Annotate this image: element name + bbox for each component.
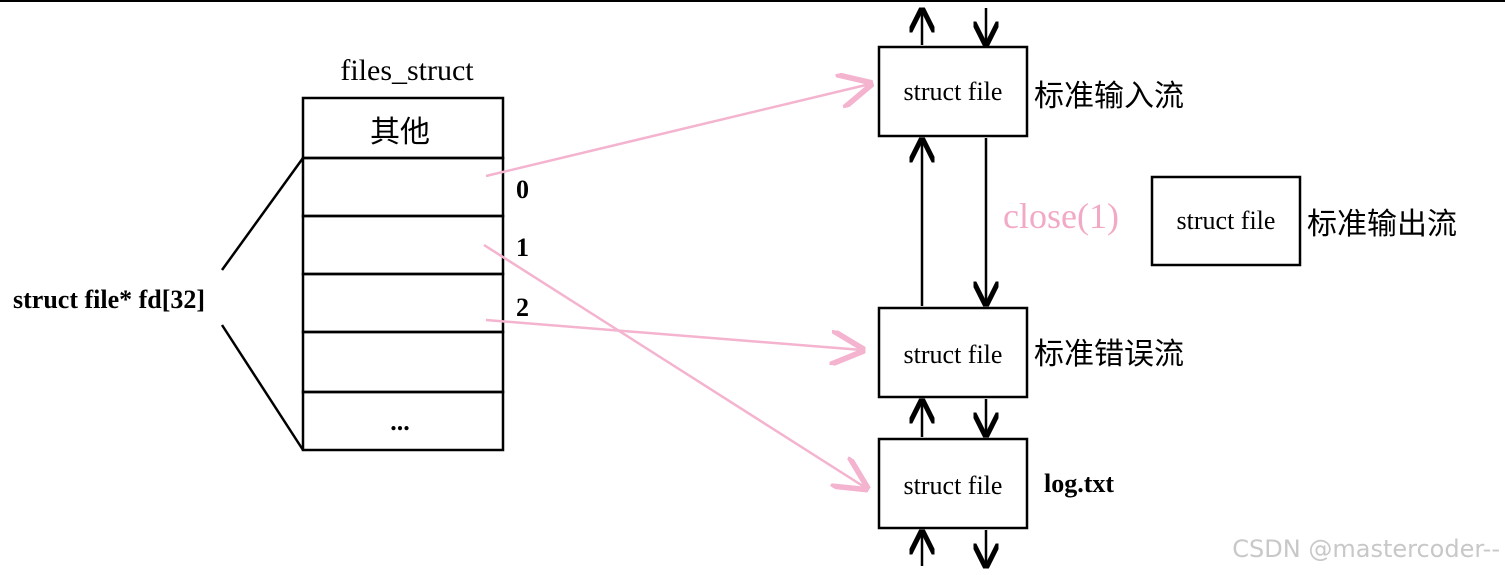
fd-array-label: struct file* fd[32]: [13, 285, 205, 314]
fd-slot-2: [301, 272, 505, 334]
pointer-fd0-stdin: [485, 84, 870, 178]
watermark: CSDN @mastercoder--: [1232, 535, 1500, 563]
stdout-desc: 标准输出流: [1307, 208, 1457, 241]
file-box-stdin-label: struct file: [904, 77, 1003, 106]
file-box-stdout: [1150, 175, 1302, 267]
stdin-desc: 标准输入流: [1034, 80, 1184, 113]
file-list-links: [922, 8, 986, 566]
file-box-stdout-label: struct file: [1177, 206, 1276, 235]
files-struct-table: [301, 96, 505, 452]
files-struct-title: files_struct: [340, 54, 474, 87]
fd-slot-0: [301, 156, 505, 218]
slot-ellipsis-label: ...: [390, 407, 410, 436]
fd-index-2: 2: [516, 293, 529, 322]
fd-array-bracket: [220, 157, 305, 451]
file-box-stderr: [877, 306, 1029, 399]
fd-index-1: 1: [516, 233, 529, 262]
fd-slot-more: [301, 390, 505, 452]
fd-pointers: [483, 84, 870, 488]
slot-other-label: 其他: [370, 116, 430, 149]
file-box-stderr-label: struct file: [904, 340, 1003, 369]
fd-index-0: 0: [516, 175, 529, 204]
file-box-log: [877, 437, 1029, 530]
file-box-stdin: [877, 45, 1029, 138]
fd-slot-3: [301, 330, 505, 394]
close-call-label: close(1): [1003, 196, 1119, 236]
file-box-log-label: struct file: [904, 471, 1003, 500]
stderr-desc: 标准错误流: [1034, 338, 1184, 371]
pointer-fd1-log: [483, 243, 866, 488]
log-desc: log.txt: [1044, 469, 1114, 498]
pointer-fd2-stderr: [485, 318, 862, 350]
fd-slot-1: [301, 214, 505, 276]
